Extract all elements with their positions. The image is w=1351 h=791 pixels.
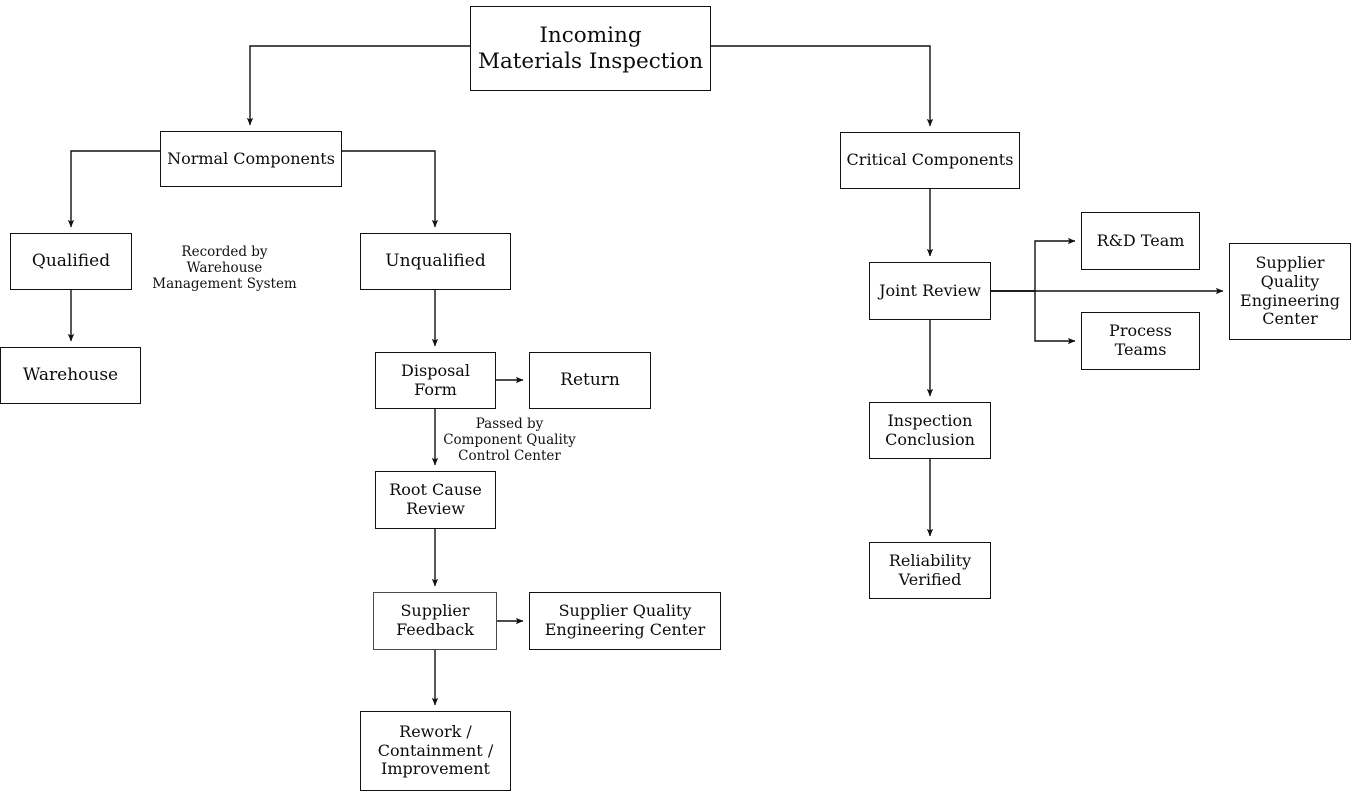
edge-incoming-to-normal <box>246 45 470 126</box>
node-process_teams[interactable]: Process Teams <box>1081 312 1200 370</box>
node-sqec_left[interactable]: Supplier Quality Engineering Center <box>529 592 721 650</box>
edge-normal-to-qualified <box>67 150 160 228</box>
edge-label-warehouse_note: Recorded by Warehouse Management System <box>152 244 297 293</box>
node-critical_components[interactable]: Critical Components <box>840 132 1020 189</box>
edge-joint-to-process <box>991 290 1076 345</box>
node-joint_review[interactable]: Joint Review <box>869 262 991 320</box>
edge-label-disposal_note: Passed by Component Quality Control Cent… <box>443 416 576 465</box>
node-disposal_form[interactable]: Disposal Form <box>375 352 496 409</box>
edge-joint-to-rd <box>991 237 1076 292</box>
node-reliability_verified[interactable]: Reliability Verified <box>869 542 991 599</box>
node-unqualified[interactable]: Unqualified <box>360 233 511 290</box>
node-sqec_right[interactable]: Supplier Quality Engineering Center <box>1229 243 1351 340</box>
node-rd_team[interactable]: R&D Team <box>1081 212 1200 270</box>
node-rework[interactable]: Rework / Containment / Improvement <box>360 711 511 791</box>
edge-incoming-to-critical <box>711 45 934 127</box>
node-incoming[interactable]: Incoming Materials Inspection <box>470 6 711 91</box>
node-normal_components[interactable]: Normal Components <box>160 131 342 187</box>
node-root_cause_review[interactable]: Root Cause Review <box>375 471 496 529</box>
node-return[interactable]: Return <box>529 352 651 409</box>
node-warehouse[interactable]: Warehouse <box>0 347 141 404</box>
node-qualified[interactable]: Qualified <box>10 233 132 290</box>
node-supplier_feedback[interactable]: Supplier Feedback <box>373 592 497 650</box>
node-inspection_conclusion[interactable]: Inspection Conclusion <box>869 402 991 459</box>
edge-normal-to-unqualified <box>342 150 439 228</box>
